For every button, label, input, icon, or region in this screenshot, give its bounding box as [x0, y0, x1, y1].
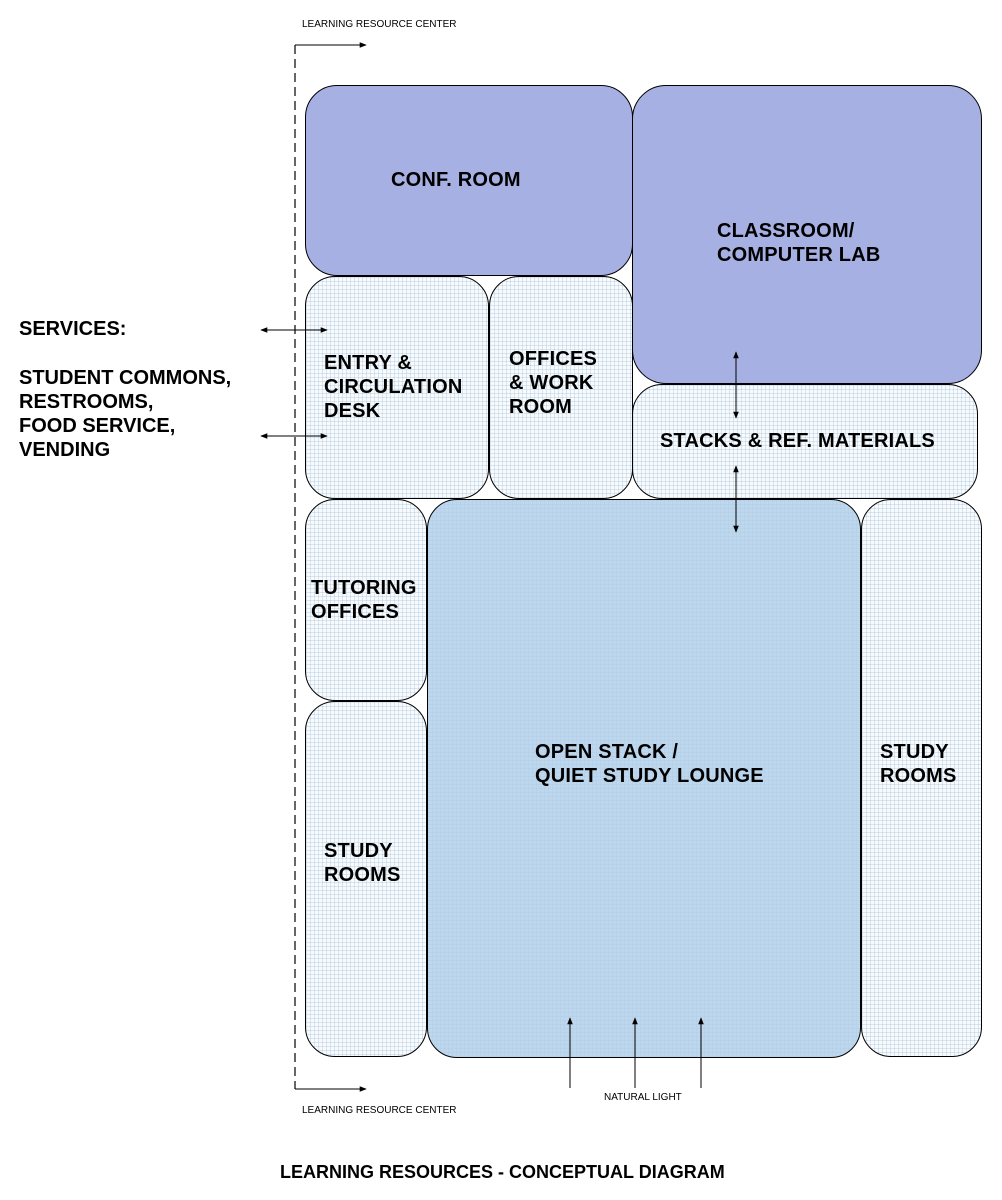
- room-offices-work-room: OFFICES & WORK ROOM: [489, 276, 633, 499]
- room-label-study-right: STUDY ROOMS: [880, 741, 957, 787]
- room-label-tutoring: TUTORING OFFICES: [311, 577, 417, 623]
- room-label-open-stack: OPEN STACK / QUIET STUDY LOUNGE: [535, 741, 764, 787]
- room-conference: CONF. ROOM: [305, 85, 633, 276]
- services-heading: SERVICES:: [19, 318, 127, 340]
- room-study-rooms-right: STUDY ROOMS: [861, 499, 982, 1057]
- boundary-label-bottom: LEARNING RESOURCE CENTER: [302, 1105, 457, 1116]
- diagram-title: LEARNING RESOURCES - CONCEPTUAL DIAGRAM: [280, 1162, 725, 1182]
- room-open-stack-quiet-study-lounge: OPEN STACK / QUIET STUDY LOUNGE: [427, 499, 861, 1058]
- room-stacks-ref-materials: STACKS & REF. MATERIALS: [632, 384, 978, 499]
- room-label-entry: ENTRY & CIRCULATION DESK: [324, 352, 463, 422]
- room-label-conference: CONF. ROOM: [391, 169, 521, 191]
- room-label-study-left: STUDY ROOMS: [324, 840, 401, 886]
- boundary-label-top: LEARNING RESOURCE CENTER: [302, 19, 457, 30]
- room-tutoring-offices: TUTORING OFFICES: [305, 499, 427, 701]
- room-entry-circulation-desk: ENTRY & CIRCULATION DESK: [305, 276, 489, 499]
- room-classroom-computer-lab: CLASSROOM/ COMPUTER LAB: [632, 85, 982, 384]
- room-study-rooms-left: STUDY ROOMS: [305, 701, 427, 1057]
- room-label-offices: OFFICES & WORK ROOM: [509, 348, 598, 418]
- room-label-classroom: CLASSROOM/ COMPUTER LAB: [717, 220, 881, 266]
- services-list: STUDENT COMMONS, RESTROOMS, FOOD SERVICE…: [19, 367, 232, 461]
- room-label-stacks: STACKS & REF. MATERIALS: [660, 430, 935, 452]
- natural-light-label: NATURAL LIGHT: [604, 1092, 682, 1103]
